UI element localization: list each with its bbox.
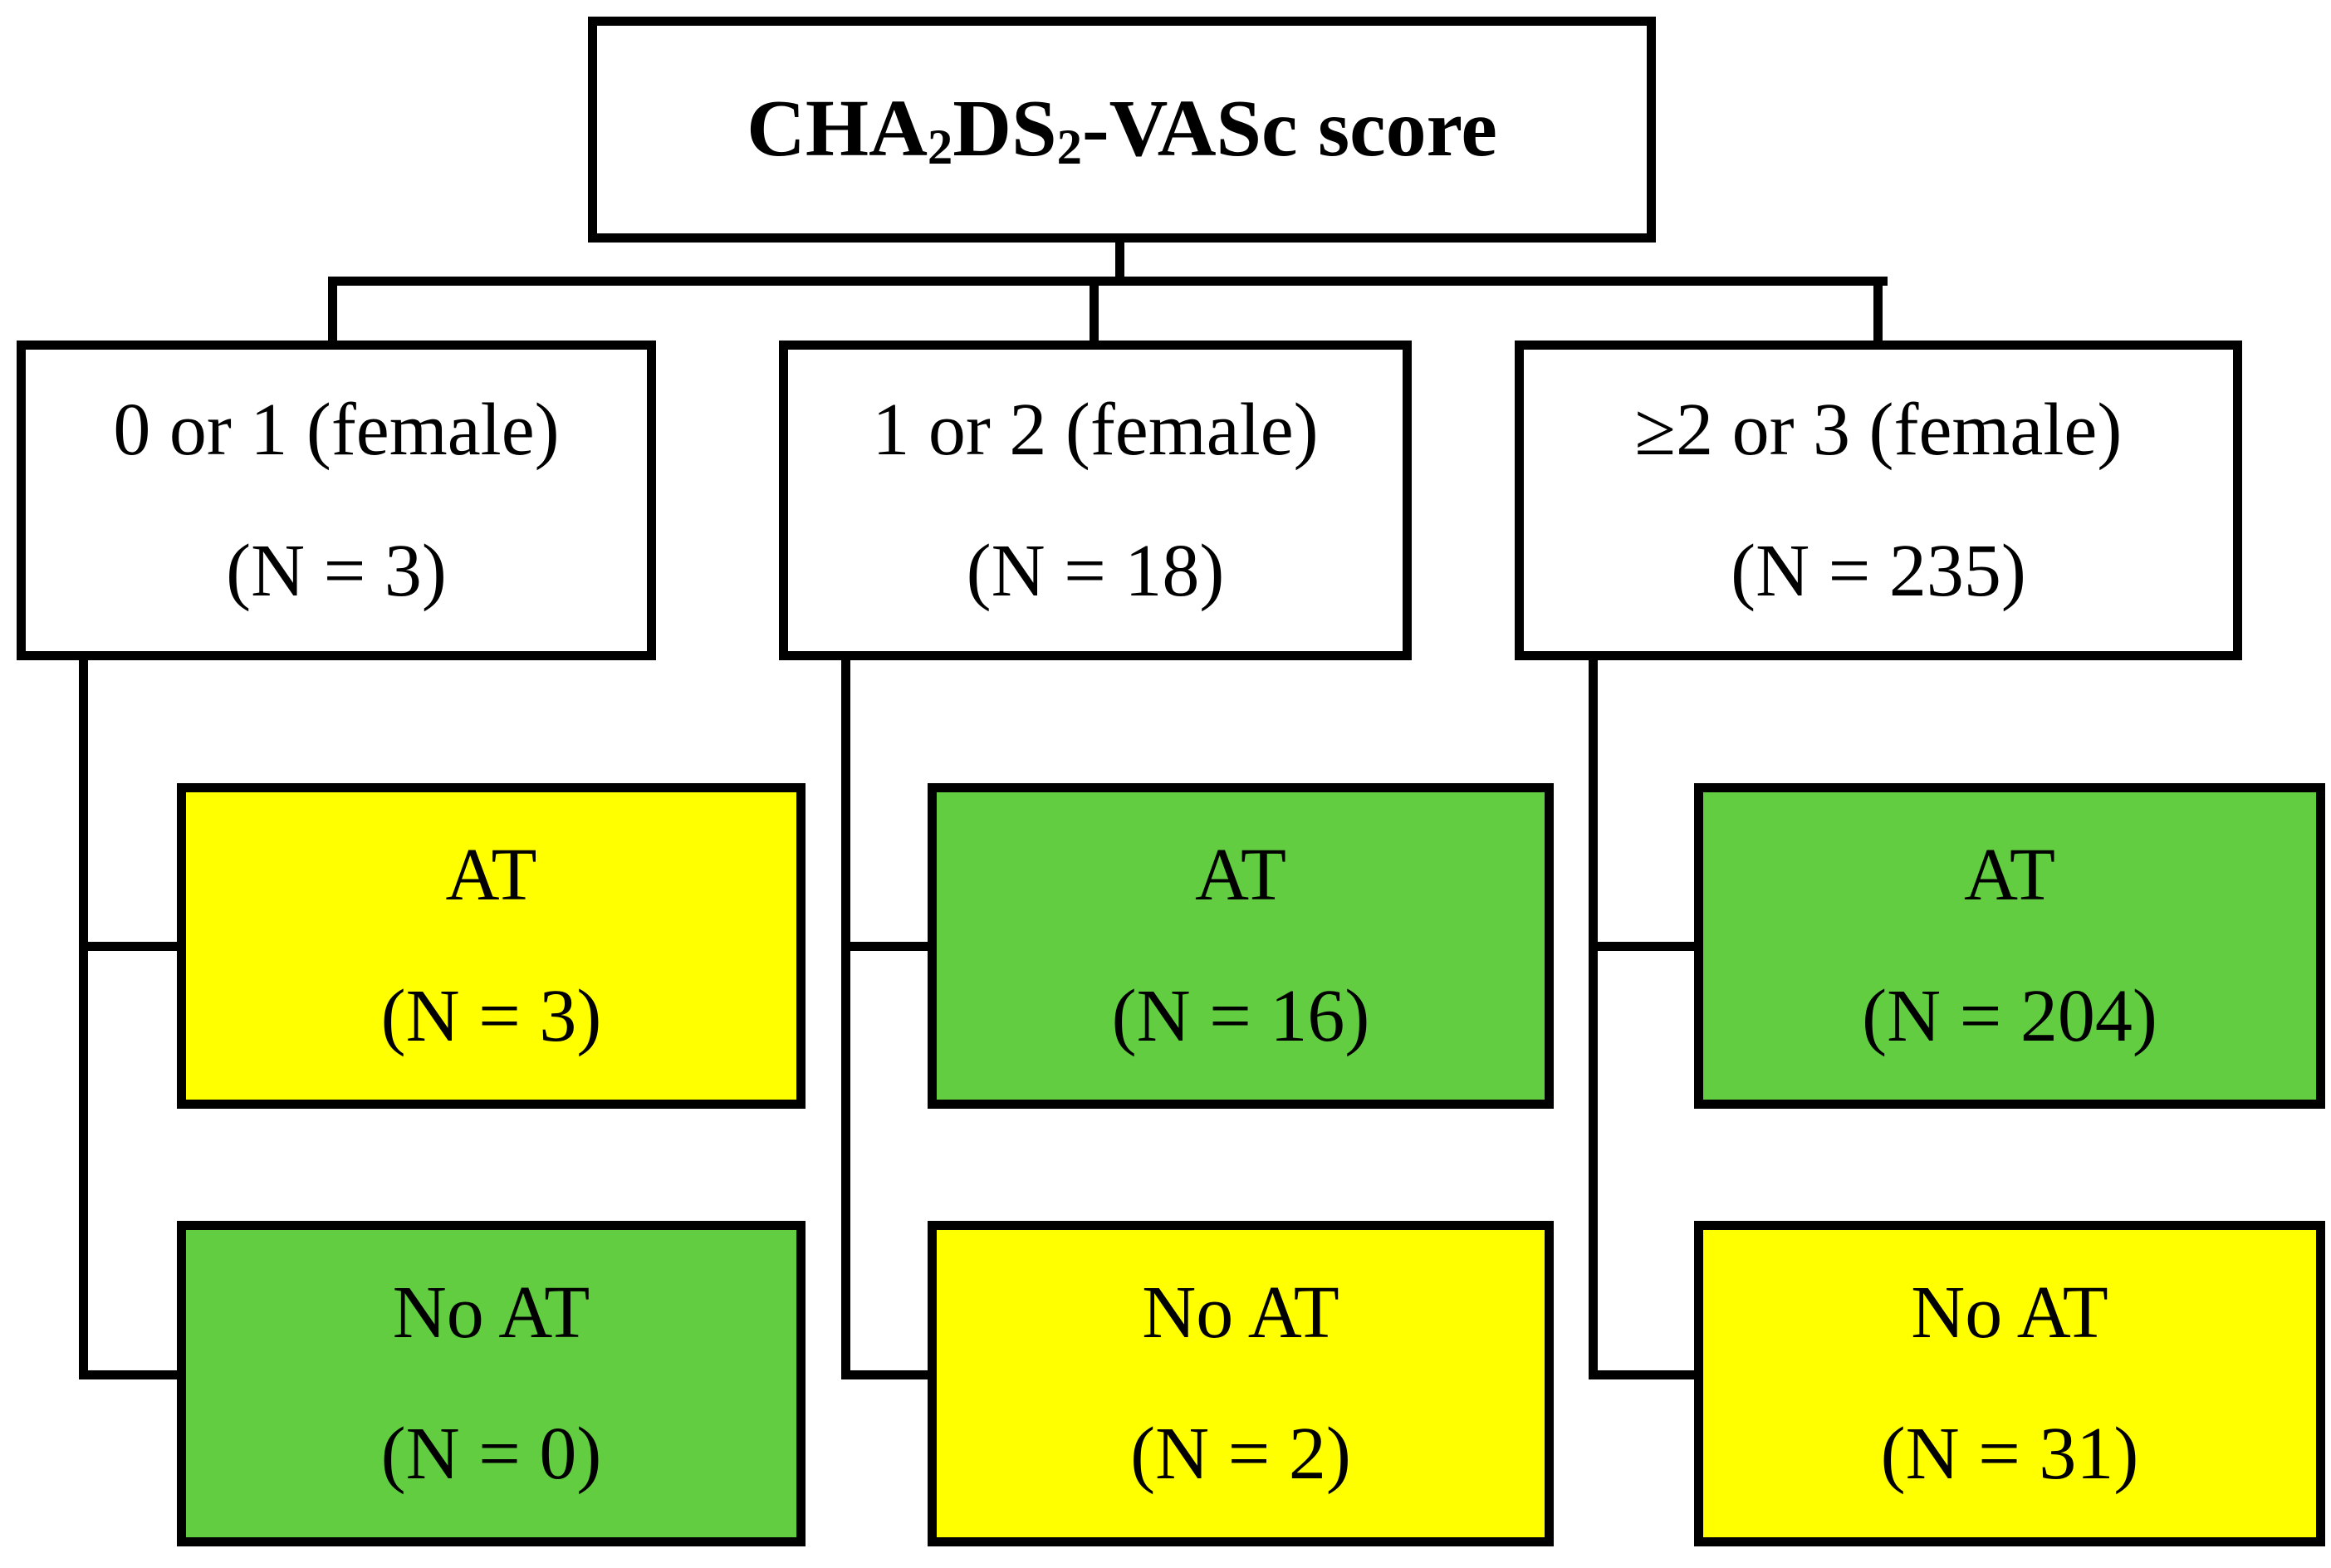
connector-col3-noat-stub — [1589, 1370, 1704, 1379]
at-1-count: (N = 3) — [380, 975, 602, 1057]
no-at-3-label: No AT — [1911, 1272, 2108, 1354]
connector-col3-vertical — [1589, 652, 1598, 1379]
at-box-3: AT (N = 204) — [1694, 783, 2325, 1109]
connector-col2-vertical — [841, 652, 850, 1379]
group-box-2: 1 or 2 (female) (N = 18) — [779, 341, 1412, 660]
group-1-label: 0 or 1 (female) — [113, 388, 560, 471]
group-box-3: ≥2 or 3 (female) (N = 235) — [1515, 341, 2242, 660]
connector-col1-vertical — [79, 652, 88, 1379]
root-box-title: CHA2DS2-VASc score — [747, 84, 1497, 175]
no-at-box-1: No AT (N = 0) — [177, 1221, 806, 1546]
at-1-label: AT — [445, 834, 537, 916]
at-box-1: AT (N = 3) — [177, 783, 806, 1109]
group-2-label: 1 or 2 (female) — [872, 388, 1319, 471]
connector-top-bar — [328, 277, 1888, 286]
connector-drop-col3 — [1873, 277, 1883, 350]
connector-col3-at-stub — [1589, 942, 1704, 951]
group-2-count: (N = 18) — [966, 529, 1225, 612]
no-at-2-count: (N = 2) — [1130, 1413, 1351, 1495]
at-2-count: (N = 16) — [1111, 975, 1370, 1057]
group-3-count: (N = 235) — [1731, 529, 2026, 612]
no-at-3-count: (N = 31) — [1880, 1413, 2139, 1495]
connector-drop-col1 — [328, 277, 337, 350]
connector-col1-noat-stub — [79, 1370, 187, 1379]
no-at-box-2: No AT (N = 2) — [928, 1221, 1554, 1546]
connector-col1-at-stub — [79, 942, 187, 951]
no-at-1-label: No AT — [392, 1272, 590, 1354]
connector-col2-at-stub — [841, 942, 938, 951]
no-at-box-3: No AT (N = 31) — [1694, 1221, 2325, 1546]
group-box-1: 0 or 1 (female) (N = 3) — [17, 341, 656, 660]
at-2-label: AT — [1195, 834, 1286, 916]
at-box-2: AT (N = 16) — [928, 783, 1554, 1109]
connector-drop-col2 — [1090, 277, 1099, 350]
group-1-count: (N = 3) — [226, 529, 447, 612]
connector-col2-noat-stub — [841, 1370, 938, 1379]
group-3-label: ≥2 or 3 (female) — [1634, 388, 2123, 471]
at-3-label: AT — [1964, 834, 2055, 916]
connector-root-stem — [1115, 240, 1124, 286]
no-at-1-count: (N = 0) — [380, 1413, 602, 1495]
at-3-count: (N = 204) — [1862, 975, 2157, 1057]
root-box: CHA2DS2-VASc score — [588, 17, 1656, 243]
no-at-2-label: No AT — [1142, 1272, 1339, 1354]
